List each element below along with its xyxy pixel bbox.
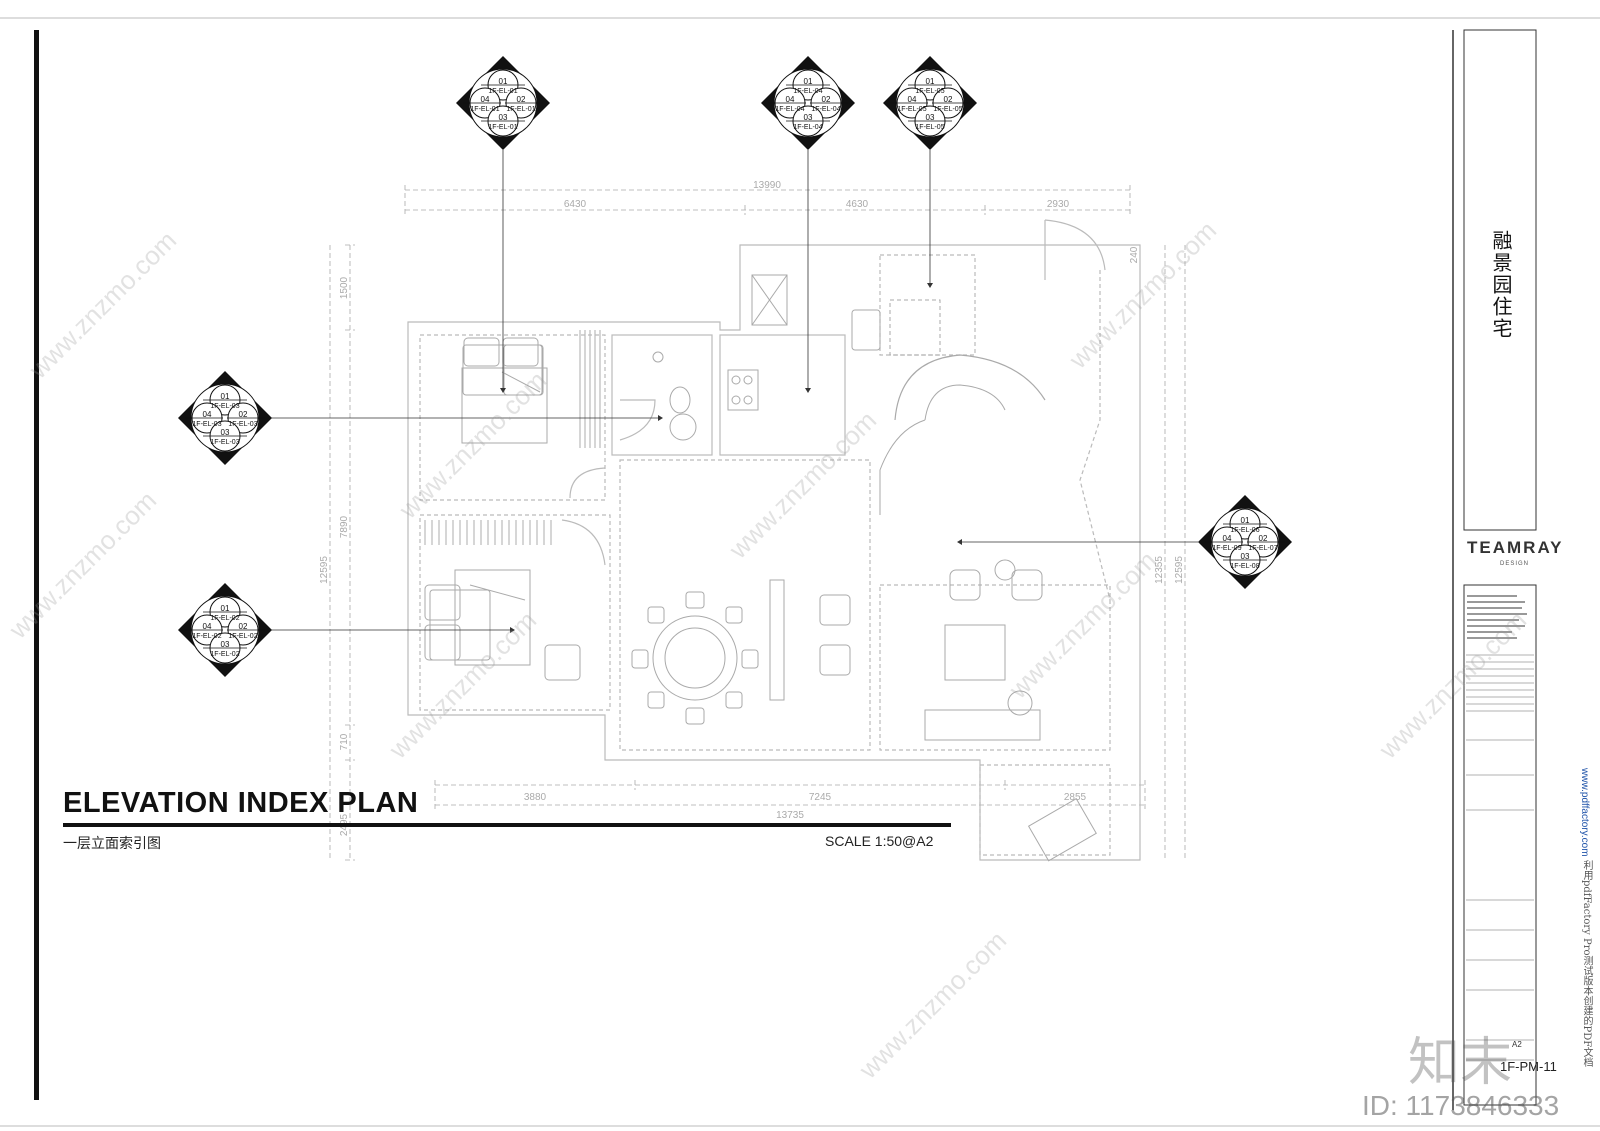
marker-left-code: 1F-EL-04 <box>775 106 804 113</box>
marker-right-code: 1F-EL-02 <box>228 633 257 640</box>
marker-left-num: 04 <box>481 95 490 104</box>
dim-left-total: 12595 <box>319 556 330 584</box>
marker-top-num: 01 <box>804 77 813 86</box>
dim-bottom-total: 13735 <box>776 810 804 821</box>
marker-top-num: 01 <box>1241 516 1250 525</box>
marker-top-code: 1F-EL-03 <box>210 403 239 410</box>
marker-top-num: 01 <box>221 604 230 613</box>
marker-left-code: 1F-EL-05 <box>897 106 926 113</box>
marker-top-code: 1F-EL-04 <box>793 88 822 95</box>
drawing-title: ELEVATION INDEX PLAN <box>63 787 419 819</box>
marker-right-code: 1F-EL-01 <box>506 106 535 113</box>
dim-right-total: 12595 <box>1174 556 1185 584</box>
dim-top-seg-2: 4630 <box>846 199 869 210</box>
watermark-id: ID: 1173846333 <box>1362 1090 1560 1121</box>
marker-right-num: 02 <box>944 95 953 104</box>
marker-left-code: 1F-EL-03 <box>192 421 221 428</box>
dim-bottom-seg-2: 7245 <box>809 792 832 803</box>
marker-left-code: 1F-EL-02 <box>192 633 221 640</box>
marker-right-code: 1F-EL-04 <box>811 106 840 113</box>
dim-left-seg-3: 710 <box>339 733 350 750</box>
company-logo-sub: DESIGN <box>1500 561 1530 567</box>
marker-top-code: 1F-EL-01 <box>488 88 517 95</box>
marker-right-num: 02 <box>517 95 526 104</box>
marker-right-num: 02 <box>1259 534 1268 543</box>
title-block-name-cell <box>1463 29 1537 531</box>
marker-top-num: 01 <box>926 77 935 86</box>
marker-bottom-code: 1F-EL-04 <box>793 124 822 131</box>
floor-plan <box>407 219 1141 861</box>
dim-right-inner: 12355 <box>1154 556 1165 584</box>
marker-top-code: 1F-EL-06 <box>1230 527 1259 534</box>
furniture <box>424 274 1097 862</box>
marker-right-num: 02 <box>239 410 248 419</box>
marker-right-code: 1F-EL-05 <box>933 106 962 113</box>
marker-left-num: 04 <box>203 410 212 419</box>
marker-left-code: 1F-EL-09 <box>1212 545 1241 552</box>
dim-bottom-seg-1: 3880 <box>524 792 547 803</box>
sheet-border-left <box>34 30 39 1100</box>
marker-bottom-code: 1F-EL-05 <box>915 124 944 131</box>
dimension-lines <box>329 185 1186 861</box>
sheet-number: 1F-PM-11 <box>1500 1059 1557 1074</box>
title-underline <box>63 823 951 827</box>
marker-bottom-num: 03 <box>926 113 935 122</box>
drawing-scale: SCALE 1:50@A2 <box>825 833 934 849</box>
project-name: 融景园住宅 <box>1489 230 1513 340</box>
marker-bottom-code: 1F-EL-01 <box>488 124 517 131</box>
marker-right-num: 02 <box>239 622 248 631</box>
marker-top-num: 01 <box>499 77 508 86</box>
pdf-factory-note: 利用pdfFactory Pro测试版本创建的PDF文档 <box>1581 860 1592 1068</box>
marker-bottom-code: 1F-EL-02 <box>210 651 239 658</box>
pdf-factory-link[interactable]: www.pdffactory.com <box>1579 768 1590 857</box>
marker-bottom-num: 03 <box>499 113 508 122</box>
drawing-subtitle: 一层立面索引图 <box>63 836 161 852</box>
dim-left-seg-1: 1500 <box>339 276 350 299</box>
company-logo: TEAMRAY <box>1467 538 1564 557</box>
dim-top-total: 13990 <box>753 180 781 191</box>
dim-left-seg-2: 7890 <box>339 515 350 538</box>
marker-left-code: 1F-EL-01 <box>470 106 499 113</box>
marker-right-num: 02 <box>822 95 831 104</box>
marker-left-num: 04 <box>203 622 212 631</box>
marker-bottom-num: 03 <box>221 640 230 649</box>
marker-right-code: 1F-EL-03 <box>228 421 257 428</box>
marker-bottom-num: 03 <box>804 113 813 122</box>
dim-bottom-seg-3: 2855 <box>1064 792 1087 803</box>
paper-size: A2 <box>1512 1040 1522 1049</box>
dim-top-seg-1: 6430 <box>564 199 587 210</box>
title-block-notes <box>1463 584 1537 1106</box>
dim-top-seg-3: 2930 <box>1047 199 1070 210</box>
marker-bottom-num: 03 <box>1241 552 1250 561</box>
marker-top-code: 1F-EL-05 <box>915 88 944 95</box>
marker-left-num: 04 <box>1223 534 1232 543</box>
marker-right-code: 1F-EL-07 <box>1248 545 1277 552</box>
watermark-brand: 知末 <box>1408 1033 1513 1093</box>
marker-bottom-num: 03 <box>221 428 230 437</box>
dim-right-top: 240 <box>1129 246 1140 263</box>
marker-bottom-code: 1F-EL-08 <box>1230 563 1259 570</box>
marker-left-num: 04 <box>908 95 917 104</box>
marker-top-num: 01 <box>221 392 230 401</box>
marker-top-code: 1F-EL-02 <box>210 615 239 622</box>
marker-leaders <box>268 150 1198 631</box>
marker-bottom-code: 1F-EL-03 <box>210 439 239 446</box>
marker-left-num: 04 <box>786 95 795 104</box>
